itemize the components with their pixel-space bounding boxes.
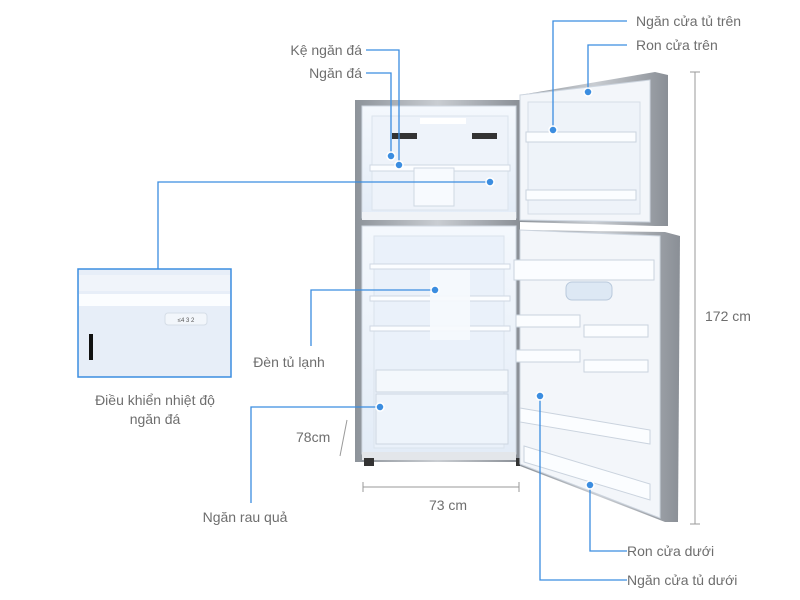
- depth-dimension-line: [339, 419, 348, 457]
- shelf: [369, 263, 511, 270]
- label-temp-control-line2: ngăn đá: [130, 411, 181, 427]
- upper-door-bin: [525, 189, 637, 201]
- label-height: 172 cm: [705, 308, 751, 324]
- upper-door: [519, 72, 668, 226]
- upper-door-bin: [525, 131, 637, 143]
- leader-lines: [157, 20, 627, 581]
- crisper-cover: [375, 369, 509, 393]
- dimension-lines: [339, 71, 700, 525]
- label-upper-door-gasket: Ron cửa trên: [636, 37, 718, 53]
- temperature-dial-text: ≤4 3 2: [178, 318, 195, 324]
- vegetable-drawer: [375, 393, 509, 445]
- lower-door: [513, 229, 680, 522]
- fridge-light-panel: [430, 270, 470, 340]
- refrigerator-body: [355, 100, 526, 466]
- label-width: 73 cm: [429, 497, 467, 513]
- label-ice-shelf: Kệ ngăn đá: [290, 42, 362, 58]
- label-freezer: Ngăn đá: [309, 65, 362, 81]
- label-upper-door-bin: Ngăn cửa tủ trên: [636, 13, 741, 29]
- label-lower-door-bin: Ngăn cửa tủ dưới: [627, 572, 737, 588]
- lower-door-bin: [513, 259, 655, 281]
- temperature-control-inset: ≤4 3 2: [77, 268, 232, 378]
- label-vegetable-drawer: Ngăn rau quả: [203, 509, 288, 525]
- ice-tray: [413, 167, 455, 207]
- label-depth: 78cm: [296, 429, 330, 445]
- label-fridge-light: Đèn tủ lạnh: [253, 354, 325, 370]
- label-temp-control-line1: Điều khiển nhiệt độ: [95, 392, 215, 408]
- label-lower-door-gasket: Ron cửa dưới: [627, 543, 714, 559]
